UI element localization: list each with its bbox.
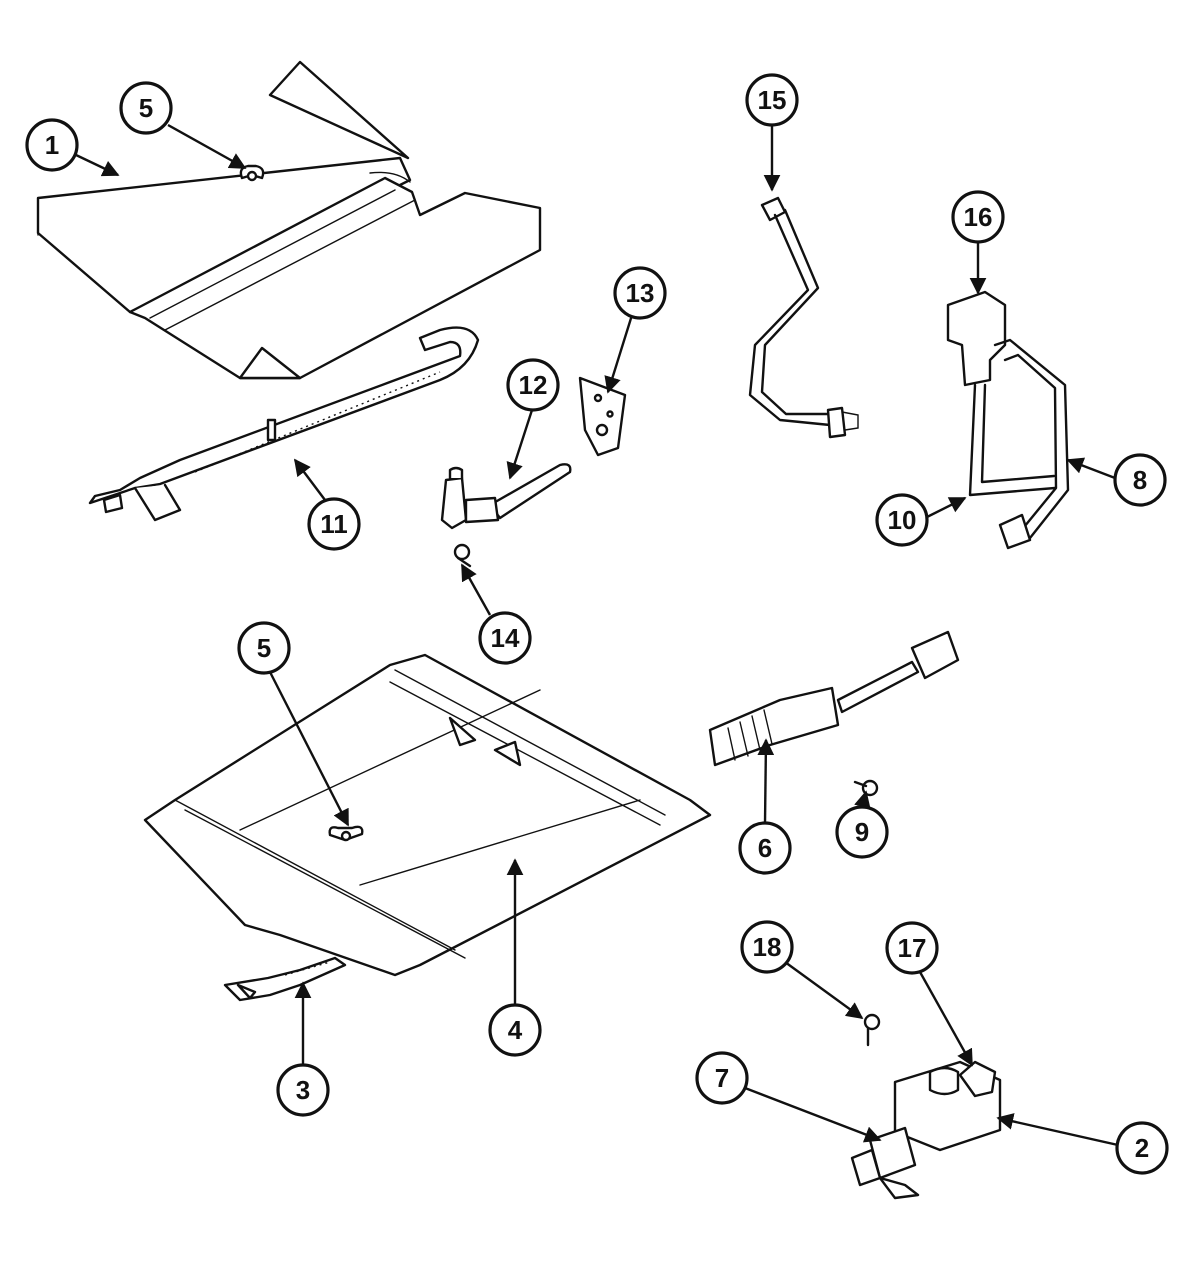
svg-text:3: 3: [296, 1075, 310, 1105]
callout-9-screw: 9: [835, 805, 889, 859]
callout-12-orifice: 12: [506, 358, 560, 412]
svg-text:17: 17: [898, 933, 927, 963]
callout-5-lower-wing-nut: 5: [237, 621, 291, 675]
svg-text:1: 1: [45, 130, 59, 160]
callout-5-upper-wing-nut: 5: [119, 81, 173, 135]
callout-10-pilot-tube: 10: [875, 493, 929, 547]
svg-text:4: 4: [508, 1015, 523, 1045]
callout-3-lower-burner: 3: [276, 1063, 330, 1117]
callout-16-pilot-fitting: 16: [951, 190, 1005, 244]
svg-text:8: 8: [1133, 465, 1147, 495]
svg-text:5: 5: [257, 633, 271, 663]
upper-burner-shield: [36, 60, 542, 380]
gas-supply-tube: [748, 196, 859, 439]
svg-text:10: 10: [888, 505, 917, 535]
callout-11-upper-burner: 11: [307, 497, 361, 551]
svg-text:5: 5: [139, 93, 153, 123]
pilot-tube-assembly: [946, 290, 1070, 550]
lower-burner-tube: [223, 956, 347, 1002]
callout-6-igniter: 6: [738, 821, 792, 875]
leader-lines: [75, 123, 1119, 1147]
lower-wing-nut: [328, 825, 364, 842]
gas-valve-assembly: [850, 1060, 1002, 1200]
mounting-bracket-plate: [578, 376, 627, 457]
svg-text:6: 6: [758, 833, 772, 863]
svg-text:15: 15: [758, 85, 787, 115]
valve-screw: [863, 1013, 881, 1047]
callout-14-screw: 14: [478, 611, 532, 665]
svg-text:16: 16: [964, 202, 993, 232]
mounting-screw-upper: [453, 543, 472, 568]
callout-18-screw: 18: [740, 920, 794, 974]
svg-text:13: 13: [626, 278, 655, 308]
svg-text:12: 12: [519, 370, 548, 400]
callout-1-upper-shield: 1: [25, 118, 79, 172]
callout-7-valve-inlet: 7: [695, 1051, 749, 1105]
svg-text:14: 14: [491, 623, 520, 653]
svg-text:2: 2: [1135, 1133, 1149, 1163]
callout-13-bracket: 13: [613, 266, 667, 320]
upper-wing-nut: [239, 164, 265, 182]
callout-4-lower-shield: 4: [488, 1003, 542, 1057]
callout-15-gas-tube: 15: [745, 73, 799, 127]
upper-burner-tube: [88, 326, 480, 522]
callout-8-tube: 8: [1113, 453, 1167, 507]
orifice-elbow-fitting: [440, 463, 572, 530]
svg-text:11: 11: [320, 509, 348, 539]
callout-17-valve-fitting: 17: [885, 921, 939, 975]
callout-2-gas-valve: 2: [1115, 1121, 1169, 1175]
svg-text:7: 7: [715, 1063, 729, 1093]
svg-text:18: 18: [753, 932, 782, 962]
spark-igniter: [708, 630, 960, 767]
svg-text:9: 9: [855, 817, 869, 847]
lower-burner-shield: [143, 653, 712, 977]
